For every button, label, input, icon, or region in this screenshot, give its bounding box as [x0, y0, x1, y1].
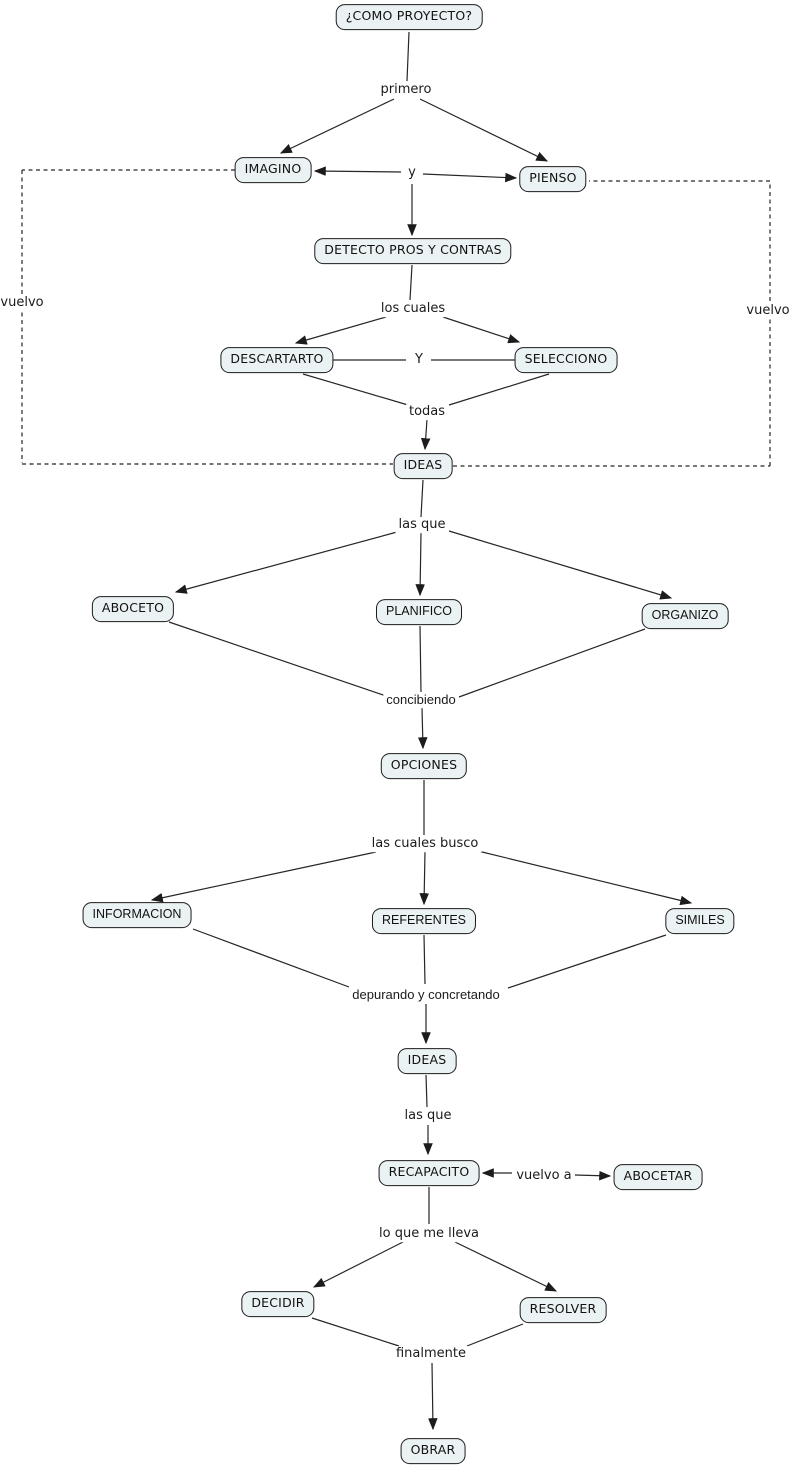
edge-lasque-aboceto — [174, 531, 398, 594]
edge-busco-similes — [477, 850, 693, 906]
link-label-y-top[interactable]: y — [405, 165, 419, 181]
node-planifico[interactable]: PLANIFICO — [376, 599, 462, 625]
edge-loscuales-descartarto — [294, 316, 387, 345]
link-label-todas[interactable]: todas — [405, 404, 449, 420]
edge-todas-ideas1 — [420, 418, 431, 451]
node-imagino[interactable]: IMAGINO — [234, 157, 312, 183]
node-informacion[interactable]: INFORMACION — [82, 902, 192, 928]
edge-lleva-decidir — [312, 1241, 404, 1288]
link-label-vuelvo-left[interactable]: vuelvo — [0, 295, 47, 311]
link-label-los-cuales[interactable]: los cuales — [377, 301, 449, 317]
node-similes[interactable]: SIMILES — [665, 908, 735, 934]
link-label-y-mid[interactable]: Y — [412, 352, 426, 368]
edge-busco-informacion — [150, 851, 377, 903]
link-label-finalmente[interactable]: finalmente — [392, 1346, 470, 1362]
link-label-las-que-1[interactable]: las que — [395, 517, 449, 533]
edge-aboceto-concibiendo — [168, 621, 387, 697]
edge-primero-pienso — [419, 98, 549, 162]
node-resolver[interactable]: RESOLVER — [519, 1297, 607, 1323]
link-label-primero[interactable]: primero — [377, 82, 435, 98]
edge-referentes-depurando — [423, 934, 426, 985]
node-referentes[interactable]: REFERENTES — [371, 908, 477, 934]
link-label-las-cuales-busco[interactable]: las cuales busco — [368, 836, 482, 852]
edge-planifico-concibiendo — [419, 625, 422, 693]
edge-decidir-finalmente — [311, 1317, 400, 1347]
edge-lasque-planifico — [415, 532, 425, 597]
node-pienso[interactable]: PIENSO — [519, 166, 587, 192]
edge-detecto-loscuales — [409, 264, 413, 301]
edge-selecciono-todas — [448, 373, 550, 406]
node-opciones[interactable]: OPCIONES — [380, 753, 468, 779]
edge-title-primero — [406, 31, 410, 82]
node-detecto-pros-y-contras[interactable]: DETECTO PROS Y CONTRAS — [314, 238, 512, 264]
link-label-depurando[interactable]: depurando y concretando — [349, 987, 503, 1003]
edge-ideas1-lasque — [420, 479, 424, 518]
node-ideas-2[interactable]: IDEAS — [397, 1048, 457, 1074]
node-obrar[interactable]: OBRAR — [400, 1438, 466, 1464]
edge-lasque-organizo — [448, 530, 673, 600]
edge-organizo-concibiendo — [458, 628, 646, 698]
link-label-vuelvo-a[interactable]: vuelvo a — [513, 1168, 575, 1184]
node-descartarto[interactable]: DESCARTARTO — [220, 347, 334, 373]
link-label-lo-que-me-lleva[interactable]: lo que me lleva — [376, 1226, 482, 1242]
edge-ideas2-lasque2 — [425, 1074, 428, 1108]
node-decidir[interactable]: DECIDIR — [241, 1291, 315, 1317]
node-aboceto[interactable]: ABOCETO — [91, 596, 175, 622]
node-organizo[interactable]: ORGANIZO — [641, 603, 729, 629]
edge-concibiendo-opciones — [417, 707, 428, 750]
edge-vuelvoa-abocetar — [574, 1170, 612, 1181]
node-ideas-1[interactable]: IDEAS — [393, 453, 453, 479]
edge-busco-referentes — [419, 851, 430, 906]
edge-informacion-depurando — [192, 928, 350, 988]
node-abocetar[interactable]: ABOCETAR — [613, 1164, 703, 1190]
node-como-proyecto[interactable]: ¿COMO PROYECTO? — [335, 4, 483, 30]
edge-primero-imagino — [279, 98, 395, 154]
edge-y-pienso — [422, 172, 518, 183]
link-label-vuelvo-right[interactable]: vuelvo — [743, 303, 792, 319]
link-label-concibiendo[interactable]: concibiendo — [383, 692, 459, 708]
edge-resolver-finalmente — [466, 1323, 524, 1347]
edge-y-imagino — [313, 166, 402, 176]
edge-lleva-resolver — [454, 1241, 558, 1292]
edge-finalmente-obrar — [428, 1362, 438, 1431]
edge-descartarto-todas — [302, 373, 409, 406]
link-label-las-que-2[interactable]: las que — [401, 1108, 455, 1124]
node-recapacito[interactable]: RECAPACITO — [378, 1160, 480, 1186]
edge-loscuales-selecciono — [442, 316, 521, 344]
node-selecciono[interactable]: SELECCIONO — [514, 347, 618, 373]
edge-similes-depurando — [507, 934, 667, 989]
